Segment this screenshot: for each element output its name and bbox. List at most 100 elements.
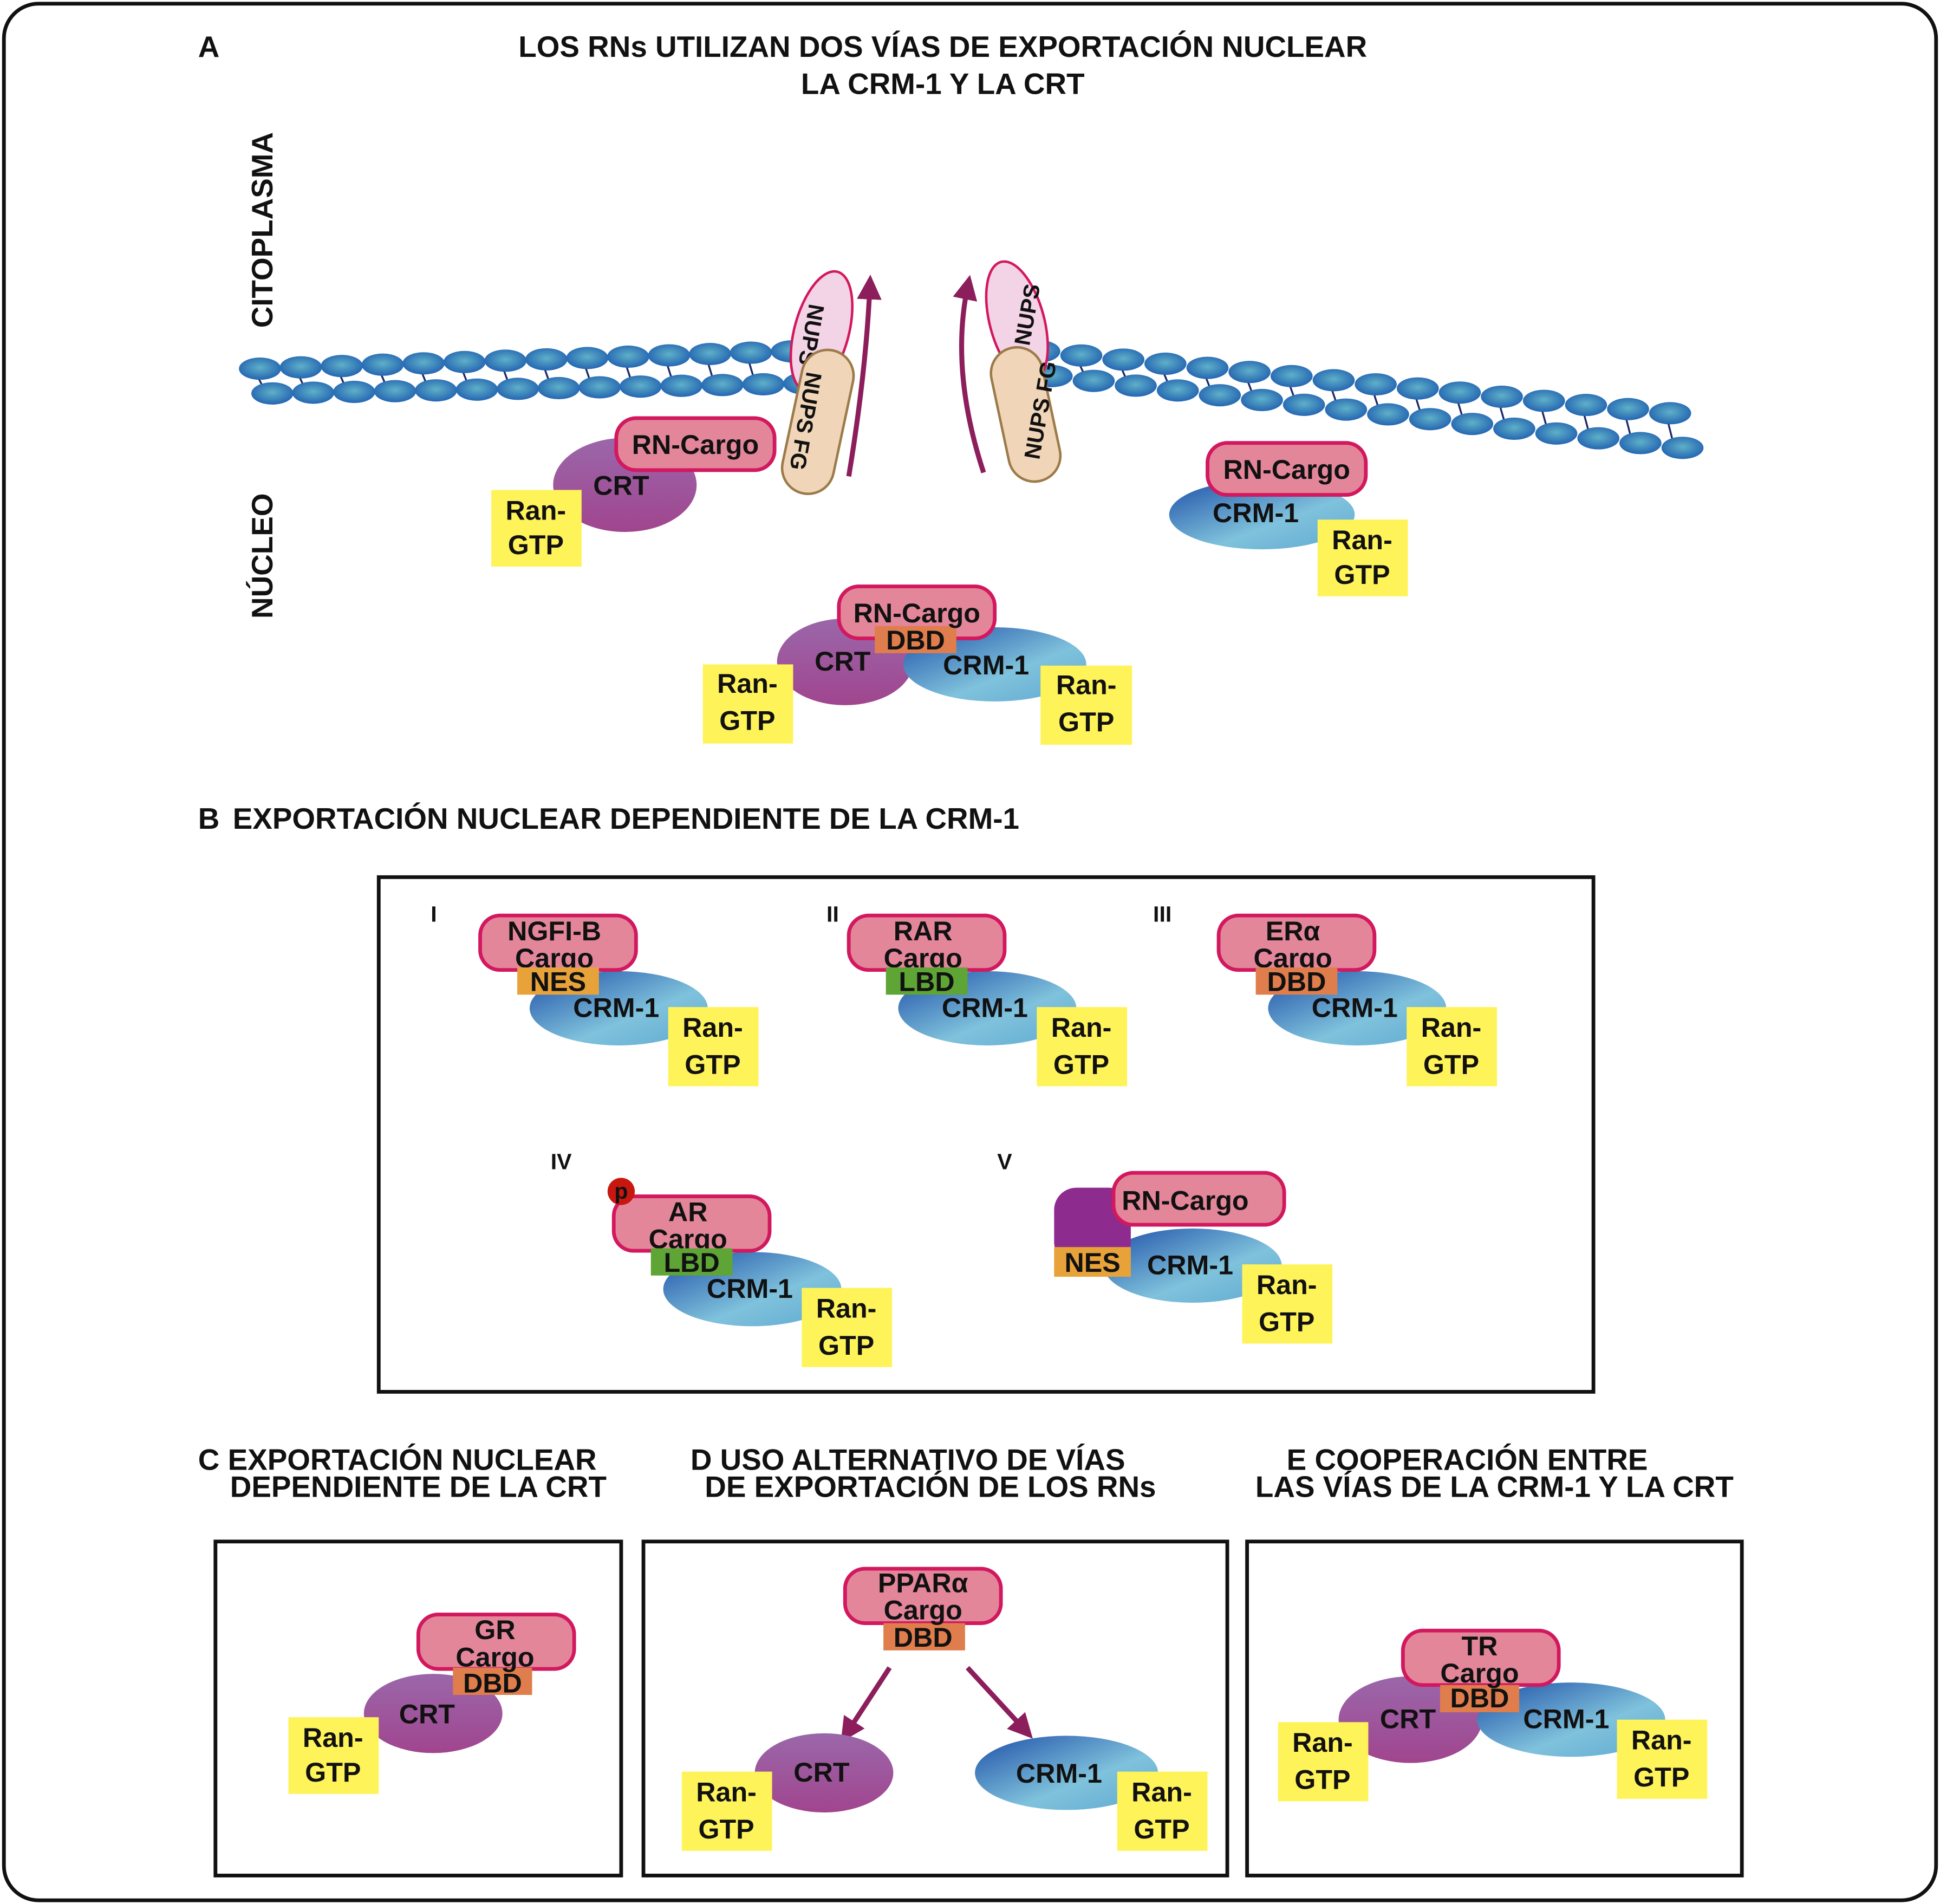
dbd-label: DBD <box>886 625 945 655</box>
membrane-bead <box>402 352 445 375</box>
panel-c-title-line1: C EXPORTACIÓN NUCLEAR <box>198 1442 597 1476</box>
ran-gtp-box <box>1278 1722 1369 1802</box>
crm1-shape <box>1169 480 1355 550</box>
panel-d-title-line1: D USO ALTERNATIVO DE VÍAS <box>691 1442 1125 1476</box>
crt-complex: RN-Cargo CRT Ran- GTP <box>491 416 777 567</box>
ran-label: Ran- <box>1631 1725 1692 1756</box>
membrane-bead <box>1283 393 1325 416</box>
membrane-bead <box>1522 389 1565 412</box>
cargo-shape <box>614 416 777 472</box>
phosphate-icon <box>607 1178 635 1205</box>
gtp-label: GTP <box>305 1757 361 1788</box>
membrane-bead <box>578 376 621 399</box>
tr-complex: TR Cargo DBD CRT CRM-1 Ran- GTP Ran- GTP <box>1278 1628 1708 1802</box>
ran-gtp-box <box>1407 1007 1497 1087</box>
nes-box <box>1054 1247 1131 1277</box>
gtp-label: GTP <box>1053 1049 1109 1080</box>
cargo-name-label: PPARα <box>878 1568 968 1598</box>
nuclear-pore-right: NUPS NUPS FG <box>953 260 1062 483</box>
adaptor-shape <box>1054 1187 1131 1265</box>
membrane-bead <box>619 375 662 398</box>
panel-a-letter: A <box>198 30 220 63</box>
dbd-label: DBD <box>894 1622 953 1653</box>
nuclear-membrane-right <box>1018 340 1704 459</box>
ran-gtp-box <box>681 1771 772 1851</box>
gtp-label: GTP <box>1334 560 1390 590</box>
ran-label: Ran- <box>816 1293 877 1323</box>
membrane-bead <box>239 358 281 380</box>
nuclear-membrane-left <box>239 340 825 405</box>
crt-shape <box>754 1733 894 1812</box>
membrane-bead <box>730 341 772 364</box>
membrane-bead <box>321 355 363 378</box>
gtp-label: GTP <box>1259 1307 1314 1337</box>
panel-b-letter: B <box>198 802 220 835</box>
cooperative-complex: RN-Cargo DBD CRT CRM-1 Ran- GTP Ran- GTP <box>702 584 1132 745</box>
crt-label: CRT <box>399 1699 455 1730</box>
panel-a-title-line1: LOS RNs UTILIZAN DOS VÍAS DE EXPORTACIÓN… <box>518 30 1367 63</box>
variant-number: II <box>826 902 839 927</box>
membrane-bead <box>1607 398 1649 420</box>
dbd-label: DBD <box>463 1668 522 1698</box>
membrane-bead <box>1367 403 1409 426</box>
ran-gtp-box <box>1117 1771 1208 1851</box>
membrane-bead <box>279 356 322 379</box>
ran-label: Ran- <box>1051 1012 1112 1043</box>
membrane-bead <box>1649 402 1691 425</box>
cargo-name-label: RAR <box>894 916 953 946</box>
membrane-bead <box>1325 398 1368 421</box>
lbd-box <box>650 1248 733 1276</box>
panel-b-box <box>376 875 1596 1394</box>
ran-gtp-box <box>702 664 793 744</box>
nucleus-label: NÚCLEO <box>245 493 279 619</box>
membrane-bead <box>1438 381 1481 404</box>
membrane-bead <box>292 381 335 404</box>
ran-gtp-box <box>802 1288 893 1367</box>
gtp-label: GTP <box>508 530 564 560</box>
ran-label: Ran- <box>696 1777 757 1807</box>
arrow-to-crm1 <box>966 1666 1033 1739</box>
nes-label: NES <box>1064 1247 1120 1278</box>
cargo-label: Cargo <box>1440 1658 1519 1688</box>
dbd-label: DBD <box>1450 1683 1509 1713</box>
gtp-label: GTP <box>1294 1765 1350 1795</box>
ran-label: Ran- <box>1257 1270 1317 1300</box>
membrane-bead <box>1144 352 1187 375</box>
crm1-shape <box>975 1736 1158 1810</box>
membrane-bead <box>525 348 568 371</box>
cargo-label: Cargo <box>455 1642 534 1672</box>
panel-b-title: EXPORTACIÓN NUCLEAR DEPENDIENTE DE LA CR… <box>233 802 1019 835</box>
gr-complex: GR Cargo DBD CRT Ran- GTP <box>288 1613 576 1794</box>
lbd-label: LBD <box>663 1247 719 1278</box>
membrane-bead <box>361 353 404 376</box>
variant-number: V <box>997 1149 1012 1174</box>
lbd-label: LBD <box>899 966 954 997</box>
membrane-bead <box>497 378 539 400</box>
membrane-bead <box>484 349 527 372</box>
membrane-bead <box>1186 356 1229 379</box>
ran-label: Ran- <box>717 668 778 699</box>
variant-number: IV <box>551 1149 572 1174</box>
crm1-label: CRM-1 <box>1213 498 1299 528</box>
gtp-label: GTP <box>719 706 775 736</box>
panel-d-title-line2: DE EXPORTACIÓN DE LOS RNs <box>705 1470 1156 1504</box>
cargo-label: RN-Cargo <box>1223 454 1350 485</box>
cargo-label: Cargo <box>884 1595 962 1626</box>
cargo-shape <box>1206 441 1368 497</box>
panel-d-box <box>641 1539 1229 1877</box>
membrane-bead <box>1271 365 1313 387</box>
nes-label: NES <box>530 966 586 997</box>
membrane-bead <box>607 345 649 368</box>
dbd-box <box>1440 1685 1520 1712</box>
membrane-bead <box>1156 379 1199 402</box>
cargo-name-label: AR <box>668 1197 708 1227</box>
membrane-bead <box>537 376 580 400</box>
membrane-bead <box>1535 422 1578 445</box>
ran-gtp-box <box>668 1007 759 1087</box>
crm1-label: CRM-1 <box>707 1273 793 1304</box>
membrane-bead <box>415 379 457 402</box>
ran-label: Ran- <box>1332 525 1392 555</box>
crm1-label: CRM-1 <box>943 650 1029 680</box>
